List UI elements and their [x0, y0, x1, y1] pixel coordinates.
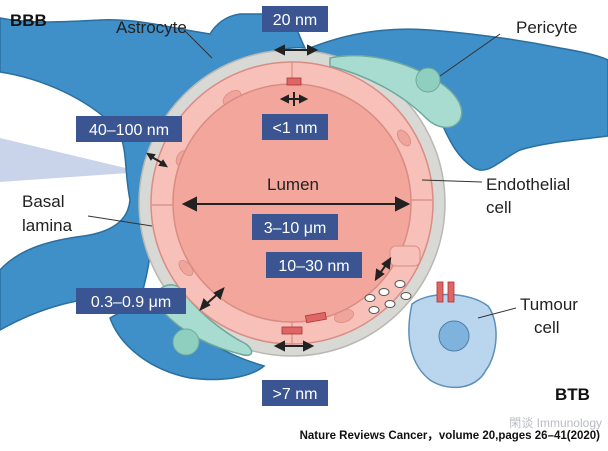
measure-box-20nm: 20 nm	[262, 6, 328, 32]
tumour-cell-nucleus	[438, 320, 470, 352]
measure-box-0.3-0.9um: 0.3–0.9 μm	[76, 288, 186, 314]
label-basal-lamina-2: lamina	[22, 216, 73, 235]
measure-box-40-100nm: 40–100 nm	[76, 116, 182, 142]
label-astrocyte: Astrocyte	[116, 18, 187, 37]
svg-text:3–10 μm: 3–10 μm	[264, 220, 327, 237]
pericyte-nucleus-top	[415, 67, 441, 93]
label-endothelial-2: cell	[486, 198, 512, 217]
citation: Nature Reviews Cancer，volume 20,pages 26…	[299, 430, 600, 442]
fenestrations	[364, 280, 412, 314]
measure-box-10-30nm: 10–30 nm	[266, 252, 362, 278]
pericyte-nucleus-bottom	[172, 328, 200, 356]
label-pericyte: Pericyte	[516, 18, 577, 37]
measure-box-lt1nm: <1 nm	[262, 114, 328, 140]
svg-text:0.3–0.9 μm: 0.3–0.9 μm	[91, 294, 171, 311]
label-basal-lamina-1: Basal	[22, 192, 65, 211]
tight-junction-marker	[286, 77, 302, 86]
leader-lines	[87, 29, 517, 319]
measure-box-gt7nm: >7 nm	[262, 380, 328, 406]
measure-arrows	[146, 44, 411, 352]
label-endothelial-1: Endothelial	[486, 175, 570, 194]
label-tumour-2: cell	[534, 318, 560, 337]
label-tumour-1: Tumour	[520, 295, 578, 314]
corner-label-btb: BTB	[555, 385, 590, 404]
svg-text:>7 nm: >7 nm	[273, 386, 318, 403]
tumour-junction-right	[447, 281, 455, 303]
watermark: 閑谈 Immunology	[509, 416, 602, 430]
pericyte-top-right	[329, 54, 463, 129]
btb-junction-marker-2	[304, 311, 327, 324]
tumour-junction-left	[436, 281, 444, 303]
svg-text:10–30 nm: 10–30 nm	[278, 258, 349, 275]
measure-box-3-10um: 3–10 μm	[252, 214, 338, 240]
svg-text:20 nm: 20 nm	[273, 12, 317, 29]
btb-junction-marker-1	[281, 326, 303, 335]
label-lumen: Lumen	[267, 175, 319, 194]
left-light-beam	[0, 138, 142, 182]
corner-label-bbb: BBB	[10, 11, 47, 30]
svg-text:<1 nm: <1 nm	[273, 120, 318, 137]
endothelial-bleb	[389, 245, 421, 267]
svg-text:40–100 nm: 40–100 nm	[89, 122, 169, 139]
